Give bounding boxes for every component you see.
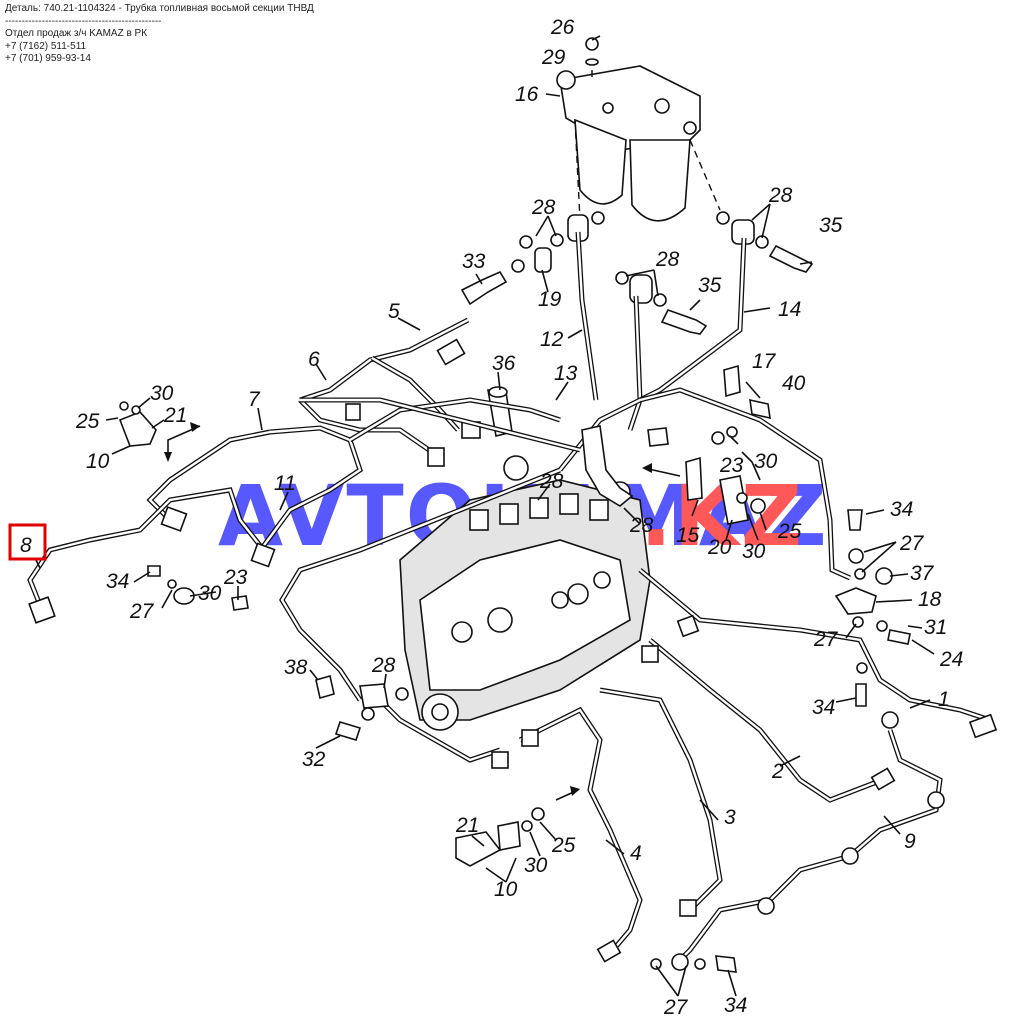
label-36[interactable]: 36 <box>492 352 516 375</box>
label-13[interactable]: 13 <box>554 362 578 385</box>
label-23-a[interactable]: 23 <box>719 454 744 477</box>
label-27-c[interactable]: 27 <box>813 628 839 651</box>
label-19[interactable]: 19 <box>538 288 562 311</box>
header-separator: ----------------------------------------… <box>5 15 162 27</box>
label-37[interactable]: 37 <box>910 562 935 585</box>
label-12[interactable]: 12 <box>540 328 564 351</box>
label-33[interactable]: 33 <box>462 250 486 273</box>
label-9[interactable]: 9 <box>904 830 916 853</box>
label-10-b[interactable]: 10 <box>494 878 518 901</box>
injection-lines <box>378 568 998 973</box>
label-35-b[interactable]: 35 <box>698 274 722 297</box>
label-28-a[interactable]: 28 <box>531 196 556 219</box>
label-28-f[interactable]: 28 <box>371 654 396 677</box>
label-34-a[interactable]: 34 <box>890 498 913 521</box>
label-14[interactable]: 14 <box>778 298 801 321</box>
lower-left-parts <box>118 401 545 867</box>
label-30-d[interactable]: 30 <box>198 582 222 605</box>
label-10-a[interactable]: 10 <box>86 450 110 473</box>
label-27-b[interactable]: 27 <box>129 600 155 623</box>
label-5[interactable]: 5 <box>388 300 400 323</box>
label-16[interactable]: 16 <box>515 83 539 106</box>
label-31[interactable]: 31 <box>924 616 947 639</box>
harness-lines <box>27 317 561 624</box>
label-3[interactable]: 3 <box>724 806 736 829</box>
label-28-c[interactable]: 28 <box>655 248 680 271</box>
label-25-c[interactable]: 25 <box>551 834 576 857</box>
label-30-b[interactable]: 30 <box>754 450 778 473</box>
phone-number-1: +7 (7162) 511-511 <box>5 40 87 52</box>
banjo-fittings-top <box>460 211 814 437</box>
label-32[interactable]: 32 <box>302 748 326 771</box>
part-title: Деталь: 740.21-1104324 - Трубка топливна… <box>5 3 314 14</box>
label-21-a[interactable]: 21 <box>163 404 187 427</box>
label-25-b[interactable]: 25 <box>777 520 802 543</box>
label-11[interactable]: 11 <box>274 472 296 495</box>
phone-number-2: +7 (701) 959-93-14 <box>5 53 91 64</box>
highlight-box <box>8 523 47 561</box>
label-28-b[interactable]: 28 <box>768 184 793 207</box>
label-28-e[interactable]: 28 <box>629 514 654 537</box>
label-34-d[interactable]: 34 <box>724 994 747 1017</box>
label-34-c[interactable]: 34 <box>812 696 835 719</box>
leader-lines <box>35 35 935 997</box>
flow-arrows <box>164 422 681 801</box>
fuel-filter-assembly <box>556 37 721 222</box>
label-18[interactable]: 18 <box>918 588 942 611</box>
label-27-a[interactable]: 27 <box>899 532 925 555</box>
sales-department: Отдел продаж з/ч KAMAZ в РК <box>5 28 148 39</box>
label-6[interactable]: 6 <box>308 348 320 371</box>
label-27-d[interactable]: 27 <box>663 996 689 1019</box>
label-1[interactable]: 1 <box>938 688 950 711</box>
label-8[interactable]: 8 <box>20 534 32 557</box>
label-4[interactable]: 4 <box>630 842 642 865</box>
label-21-b[interactable]: 21 <box>455 814 479 837</box>
label-40[interactable]: 40 <box>782 372 806 395</box>
label-30-c[interactable]: 30 <box>742 540 766 563</box>
label-15[interactable]: 15 <box>676 524 700 547</box>
label-28-d[interactable]: 28 <box>539 470 564 493</box>
label-35-a[interactable]: 35 <box>819 214 843 237</box>
fuel-line-13 <box>279 387 852 702</box>
label-30-e[interactable]: 30 <box>524 854 548 877</box>
label-23-b[interactable]: 23 <box>223 566 248 589</box>
document-header: Деталь: 740.21-1104324 - Трубка топливна… <box>5 3 314 66</box>
label-30-a[interactable]: 30 <box>150 382 174 405</box>
label-17[interactable]: 17 <box>752 350 777 373</box>
label-2[interactable]: 2 <box>771 760 784 783</box>
part-labels: 26 29 16 28 28 35 28 33 19 35 14 12 5 6 … <box>75 16 963 1019</box>
label-7[interactable]: 7 <box>248 388 261 411</box>
label-26[interactable]: 26 <box>550 16 575 39</box>
injection-pump-body <box>399 455 651 731</box>
label-25-a[interactable]: 25 <box>75 410 100 433</box>
label-34-b[interactable]: 34 <box>106 570 129 593</box>
label-38[interactable]: 38 <box>284 656 308 679</box>
label-29[interactable]: 29 <box>541 46 566 69</box>
label-20[interactable]: 20 <box>707 536 732 559</box>
label-24[interactable]: 24 <box>939 648 963 671</box>
